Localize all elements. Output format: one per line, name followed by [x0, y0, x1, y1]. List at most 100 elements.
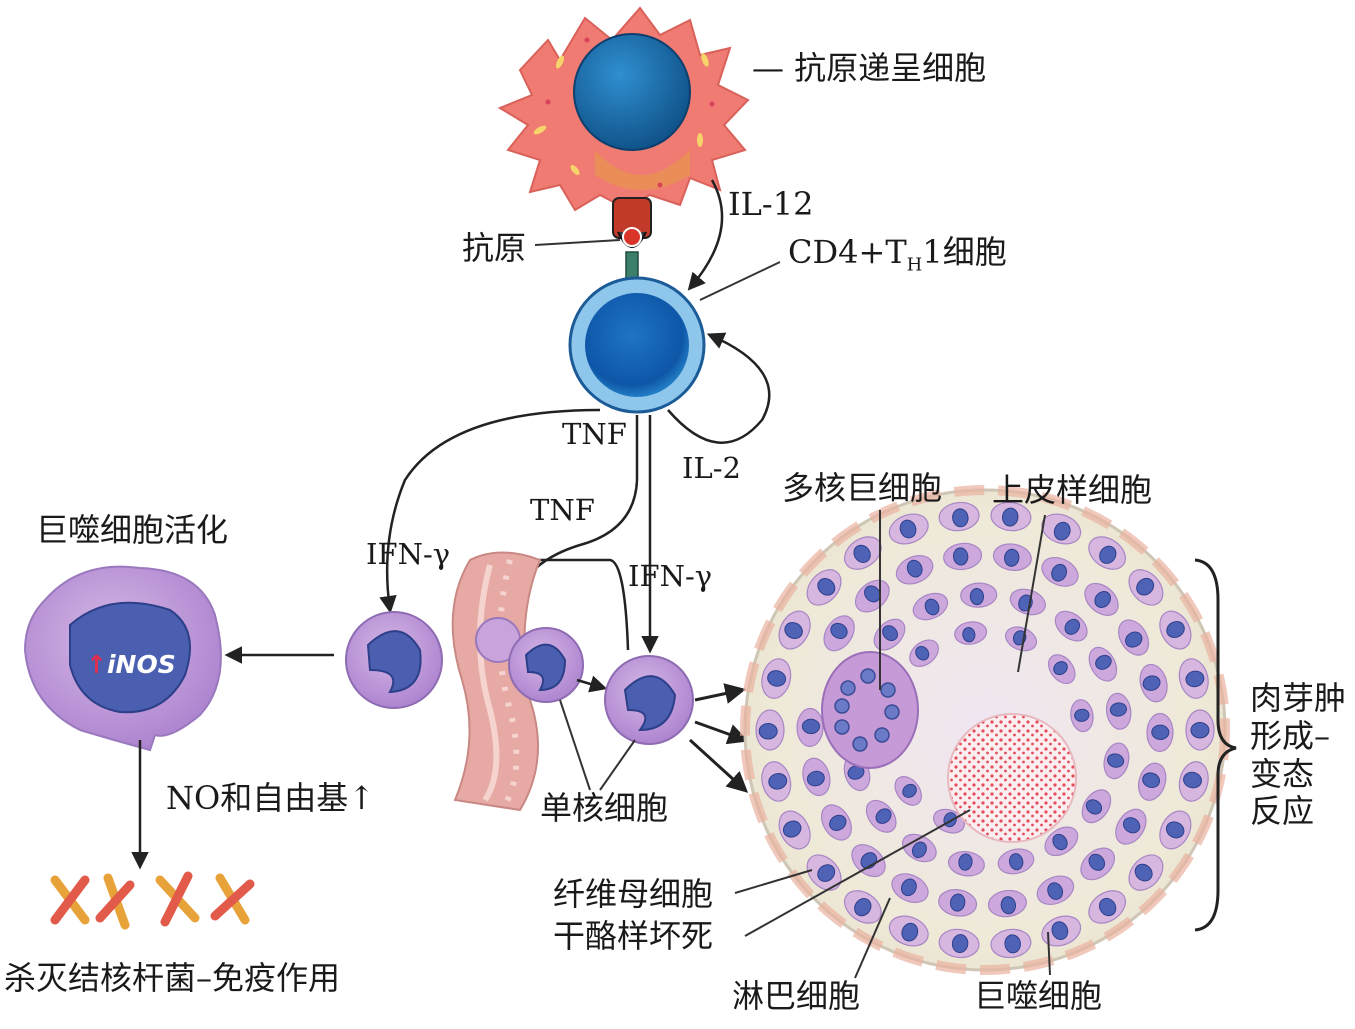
granuloma-cell-nucleus — [853, 544, 871, 563]
antigen-presenting-cell — [497, 6, 750, 283]
granuloma-cell-nucleus — [1125, 631, 1143, 648]
granuloma-cell-nucleus — [901, 922, 919, 942]
granuloma-cell-nucleus — [784, 622, 803, 640]
granuloma-cell-nucleus — [969, 587, 985, 606]
epithelioid-label: 上皮样细胞 — [992, 471, 1153, 509]
granuloma-cell-nucleus — [902, 783, 917, 798]
granuloma-cell-nucleus — [900, 878, 917, 897]
granuloma-cell-nucleus — [1094, 591, 1111, 608]
granuloma-cell-nucleus — [1098, 897, 1117, 917]
granuloma-label: 肉芽肿 形成– 变态 反应 — [1250, 679, 1347, 831]
ifn-right-label: IFN-γ — [628, 559, 713, 593]
granuloma-cell-nucleus — [1047, 882, 1064, 900]
granuloma-cell-nucleus — [782, 820, 802, 838]
kill-tb-label: 杀灭结核杆菌–免疫作用 — [4, 959, 341, 997]
granuloma-cell-nucleus — [1185, 670, 1205, 688]
granuloma-cell-nucleus — [767, 670, 787, 687]
granuloma-cell-nucleus — [1002, 507, 1019, 527]
monocyte-right — [604, 655, 694, 745]
apc-nucleus — [573, 33, 691, 151]
granuloma-cell-nucleus — [1085, 799, 1103, 815]
il2-label: IL-2 — [682, 451, 741, 485]
granuloma-cell-nucleus — [1088, 853, 1106, 871]
granuloma-cell-nucleus — [1009, 853, 1024, 871]
granuloma-cell-nucleus — [1165, 821, 1185, 839]
granuloma-cell-nucleus — [1052, 833, 1068, 851]
granuloma-cell-nucleus — [801, 718, 821, 735]
macrophage-activation-label: 巨噬细胞活化 — [36, 511, 229, 549]
caseous-label: 干酪样坏死 — [553, 917, 714, 955]
monocyte-left — [345, 611, 443, 709]
tb-bacteria — [50, 871, 255, 930]
granuloma-cell-nucleus — [847, 765, 865, 780]
multinucleate-giant-cell — [821, 651, 919, 769]
ifn-left-label: IFN-γ — [366, 537, 451, 571]
blood-vessel — [451, 551, 542, 812]
inos-label: ↑iNOS — [86, 650, 176, 679]
granuloma-cell-nucleus — [806, 770, 825, 787]
activated-macrophage — [23, 565, 222, 752]
granuloma-cell-nucleus — [952, 508, 969, 528]
granuloma-cell-nucleus — [817, 578, 836, 596]
tnf-top-label: TNF — [562, 417, 627, 451]
granuloma-cell-nucleus — [1051, 563, 1068, 582]
granuloma-cell-nucleus — [1166, 621, 1185, 639]
vessel-bridge-line — [530, 558, 630, 651]
granuloma-cell-nucleus — [817, 864, 836, 882]
granuloma-cell-nucleus — [949, 893, 966, 912]
no-radicals-label: NO和自由基↑ — [166, 779, 376, 817]
granuloma-cell-nucleus — [1004, 548, 1020, 567]
granuloma-cell-nucleus — [768, 773, 788, 790]
granuloma-cell-nucleus — [1142, 675, 1161, 691]
granuloma-cell-nucleus — [951, 934, 969, 954]
granuloma-cell-nucleus — [1004, 934, 1021, 954]
granuloma-cell-nucleus — [1136, 577, 1155, 596]
granuloma-cell-nucleus — [1122, 817, 1141, 834]
monocyte-middle — [508, 627, 584, 703]
granuloma-cell-nucleus — [1134, 863, 1153, 882]
fibroblast-label: 纤维母细胞 — [553, 875, 714, 913]
granuloma — [740, 485, 1230, 975]
granuloma-cell-nucleus — [1183, 771, 1202, 789]
granuloma-cell-nucleus — [830, 622, 848, 640]
cd4-th1-label: CD4+TH1细胞 — [788, 233, 1007, 276]
il12-arrow — [687, 179, 724, 291]
granuloma-cell-nucleus — [962, 627, 976, 643]
antigen-label: 抗原 — [462, 229, 527, 267]
granuloma-cell-nucleus — [1053, 661, 1068, 676]
granuloma-cell-nucleus — [1099, 545, 1117, 564]
granuloma-cell-nucleus — [924, 598, 940, 616]
il2-loop-arrow — [667, 332, 771, 444]
antigen-molecule — [622, 227, 642, 247]
antigen-leader — [534, 239, 621, 246]
granuloma-cell-nucleus — [882, 625, 898, 641]
granuloma-cell-nucleus — [1107, 753, 1125, 768]
granuloma-bracket — [1194, 558, 1237, 932]
ifn-left-arrow — [379, 408, 601, 614]
granuloma-cell-nucleus — [864, 585, 881, 603]
granuloma-cell-nucleus — [1074, 708, 1090, 722]
cd4-th1-cell — [568, 276, 706, 414]
granuloma-cell-nucleus — [854, 898, 872, 917]
monocyte-label: 单核细胞 — [540, 789, 669, 827]
tnf-mid-label: TNF — [530, 493, 595, 527]
granuloma-cell-nucleus — [1109, 702, 1127, 717]
granuloma-cell-nucleus — [1151, 724, 1170, 740]
caseous-necrosis — [947, 713, 1077, 843]
granuloma-cell-nucleus — [953, 547, 969, 566]
granuloma-cell-nucleus — [911, 841, 927, 859]
granuloma-cell-nucleus — [875, 808, 892, 824]
granuloma-cell-nucleus — [1095, 654, 1112, 670]
granuloma-cell-nucleus — [1064, 618, 1081, 635]
granuloma-cell-nucleus — [1190, 722, 1210, 739]
granuloma-cell-nucleus — [1000, 896, 1017, 915]
il12-label: IL-12 — [728, 185, 814, 223]
macrophage-label: 巨噬细胞 — [974, 977, 1103, 1015]
lymphocyte-label: 淋巴细胞 — [732, 977, 861, 1015]
granuloma-cell-nucleus — [1051, 921, 1069, 940]
apc-label: — 抗原递呈细胞 — [752, 49, 987, 87]
granuloma-cell-nucleus — [958, 853, 973, 871]
cd4-leader — [699, 261, 781, 301]
granuloma-cell-nucleus — [899, 519, 917, 539]
